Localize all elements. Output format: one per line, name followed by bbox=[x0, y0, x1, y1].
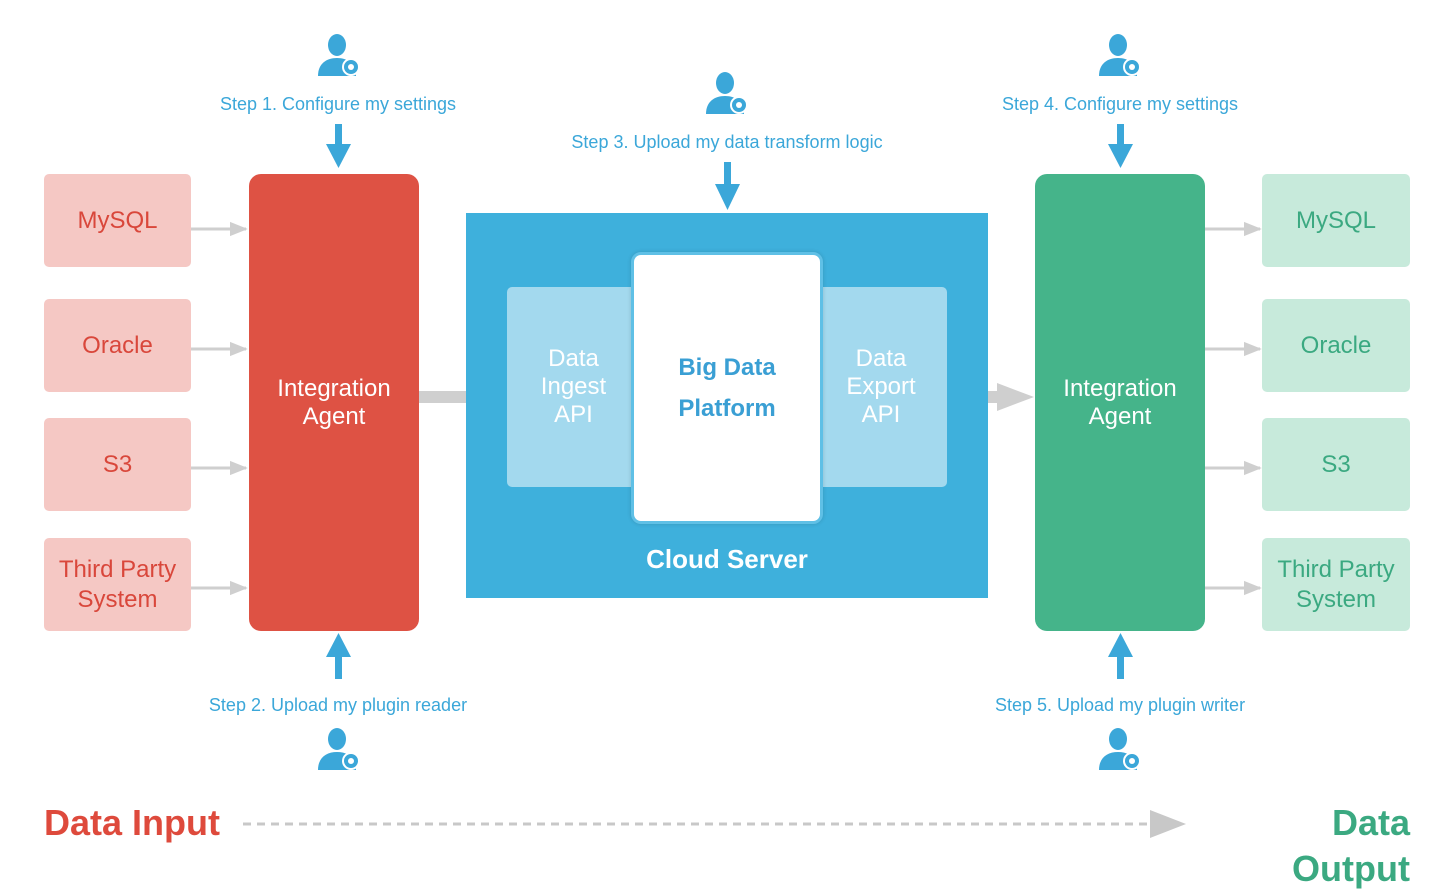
cloud-server-label: Cloud Server bbox=[646, 544, 808, 574]
user-settings-icon bbox=[318, 34, 360, 76]
integration-agent-input: Integration Agent bbox=[249, 174, 419, 631]
source-oracle: Oracle bbox=[44, 299, 191, 392]
data-output-label: Data Output bbox=[1292, 802, 1410, 889]
source-label: MySQL bbox=[77, 206, 158, 234]
integration-agent-output: Integration Agent bbox=[1035, 174, 1205, 631]
destination-mysql: MySQL bbox=[1262, 174, 1410, 267]
destination-oracle: Oracle bbox=[1262, 299, 1410, 392]
data-flow-arrow bbox=[243, 810, 1186, 838]
source-third-party: Third Party System bbox=[44, 538, 191, 631]
step-1-label: Step 1. Configure my settings bbox=[219, 94, 457, 114]
source-mysql: MySQL bbox=[44, 174, 191, 267]
destination-label: MySQL bbox=[1295, 206, 1376, 234]
data-input-label: Data Input bbox=[44, 802, 220, 843]
step-5-label: Step 5. Upload my plugin writer bbox=[994, 695, 1246, 715]
destination-connectors bbox=[1205, 221, 1262, 596]
step-2-label: Step 2. Upload my plugin reader bbox=[208, 695, 468, 715]
step-3-label: Step 3. Upload my data transform logic bbox=[571, 132, 883, 152]
source-label: Oracle bbox=[82, 331, 153, 359]
data-export-api: Data Export API bbox=[815, 287, 947, 487]
source-label: Third Party System bbox=[58, 555, 177, 613]
source-connectors bbox=[191, 221, 248, 596]
destination-label: Third Party System bbox=[1277, 555, 1395, 613]
data-ingest-api: Data Ingest API bbox=[507, 287, 640, 487]
step-4-label: Step 4. Configure my settings bbox=[1001, 94, 1239, 114]
user-settings-icon bbox=[1099, 728, 1141, 770]
big-data-platform: Big Data Platform bbox=[631, 252, 823, 524]
destination-third-party: Third Party System bbox=[1262, 538, 1410, 631]
user-settings-icon bbox=[1099, 34, 1141, 76]
destination-s3: S3 bbox=[1262, 418, 1410, 511]
step-arrows bbox=[326, 124, 1133, 679]
destination-label: Oracle bbox=[1300, 331, 1372, 359]
user-settings-icon bbox=[318, 728, 360, 770]
source-label: S3 bbox=[102, 450, 133, 478]
source-s3: S3 bbox=[44, 418, 191, 511]
destination-label: S3 bbox=[1321, 450, 1351, 478]
user-settings-icon bbox=[706, 72, 748, 114]
